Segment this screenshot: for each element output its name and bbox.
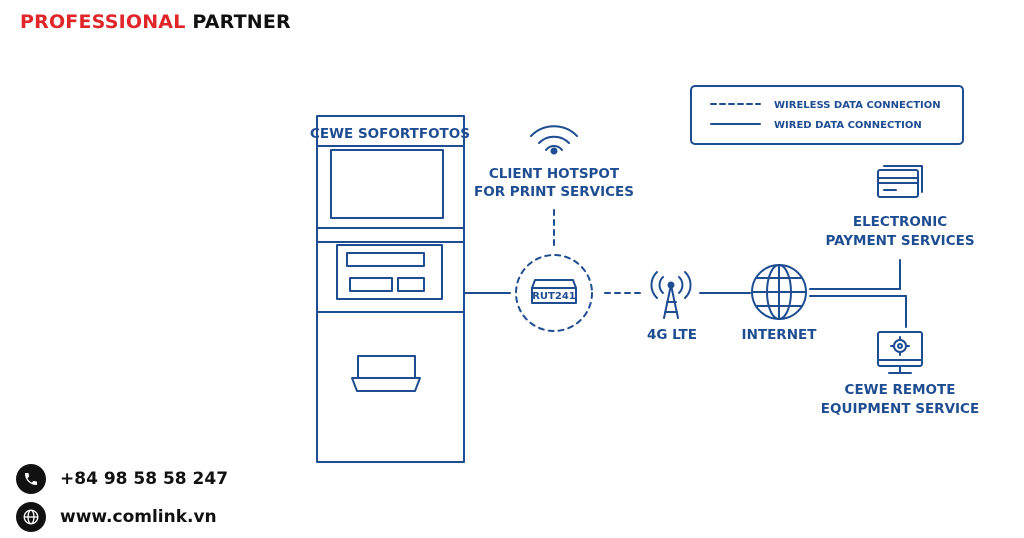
website-url: www.comlink.vn [60,507,217,527]
legend [690,85,964,145]
remote-label-line2: EQUIPMENT SERVICE [821,401,979,417]
antenna-tower-icon [650,271,692,319]
contact-website[interactable]: www.comlink.vn [16,502,217,532]
tower-label: 4G LTE [647,327,697,343]
legend-wireless-label: WIRELESS DATA CONNECTION [774,100,941,111]
legend-wired-label: WIRED DATA CONNECTION [774,120,922,131]
wifi-icon [530,125,578,155]
payment-label-line2: PAYMENT SERVICES [825,233,974,249]
hotspot-label-line1: CLIENT HOTSPOT [489,166,620,182]
brand-part2: PARTNER [192,11,291,33]
globe-icon [16,502,46,532]
router-label: RUT241 [532,291,576,302]
phone-icon [16,464,46,494]
phone-number: +84 98 58 58 247 [60,469,229,489]
wired-link-internet-services [809,259,907,328]
hotspot-label-line2: FOR PRINT SERVICES [474,184,634,200]
credit-card-icon [877,165,923,198]
internet-label: INTERNET [742,327,818,343]
brand-part1: PROFESSIONAL [20,11,186,33]
internet-globe-icon [751,264,807,320]
payment-label-line1: ELECTRONIC [853,214,947,230]
photo-kiosk [316,115,465,463]
contact-phone[interactable]: +84 98 58 58 247 [16,464,228,494]
kiosk-title: CEWE SOFORTFOTOS [310,126,470,142]
router-icon [515,254,593,332]
brand-title: PROFESSIONAL PARTNER [20,11,291,33]
remote-label-line1: CEWE REMOTE [845,382,956,398]
monitor-gear-icon [877,331,923,374]
